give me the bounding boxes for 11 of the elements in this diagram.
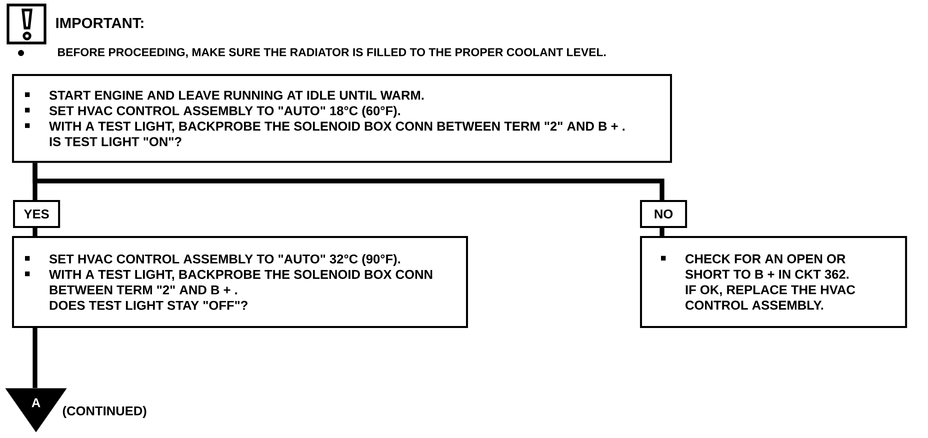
connector-line <box>32 162 664 200</box>
heading: IMPORTANT: <box>56 18 144 28</box>
connector-line <box>660 228 664 236</box>
connector-line <box>32 228 38 236</box>
answer-box: NO <box>640 200 688 228</box>
note: BEFORE PROCEEDING, MAKE SURE THE RADIATOR IS FILLED TO THE PROPER COOLANT LEVEL. <box>58 48 606 58</box>
step-box: CHECK FOR AN OPEN OR SHORT TO B + IN CKT 362. IF OK, REPLACE THE HVAC CONTROL ASSEMBLY. <box>640 236 908 328</box>
step-box: START ENGINE AND LEAVE RUNNING AT IDLE UNTIL WARM. SET HVAC CONTROL ASSEMBLY TO "AUTO" 18°C (60°F). WITH A TEST LIGHT, BACKPROBE THE SOLENOID BOX CONN BETWEEN TERM "2" AND B + . IS TEST LIGHT "ON"? <box>12 74 672 163</box>
connector-line <box>32 328 38 388</box>
step-box: SET HVAC CONTROL ASSEMBLY TO "AUTO" 32°C (90°F). WITH A TEST LIGHT, BACKPROBE THE SOLENOID BOX CONN BETWEEN TERM "2" AND B + . DOES TEST LIGHT STAY "OFF"? <box>12 236 468 328</box>
answer-box: YES <box>13 200 60 228</box>
